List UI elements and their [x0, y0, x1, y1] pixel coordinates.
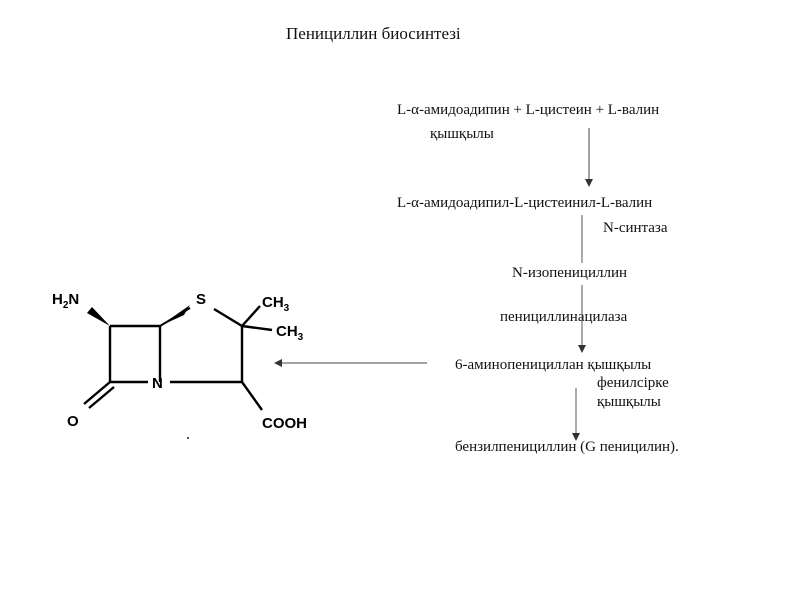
enzyme-penicillin-acylase: пенициллинацилаза	[500, 309, 628, 325]
step-substrates-suffix: қышқылы	[430, 126, 494, 142]
page-title: Пенициллин биосинтезі	[286, 24, 461, 43]
label-sulfur: S	[196, 291, 206, 308]
label-oxygen: O	[67, 413, 79, 430]
step-substrates: L-α-амидоадипин + L-цистеин + L-валин	[397, 102, 660, 118]
step-benzylpenicillin: бензилпенициллин (G пеницилин).	[455, 439, 679, 455]
step-isopenicillin: N-изопенициллин	[512, 265, 628, 281]
reagent-phenylacetic: фенилсірке	[597, 375, 669, 391]
step-6-apa: 6-аминопенициллан қышқылы	[455, 357, 652, 373]
label-ring-nitrogen: N	[152, 375, 163, 392]
label-h2n: H2N	[52, 291, 79, 311]
penam-structure	[83, 305, 273, 411]
label-cooh: COOH	[262, 415, 307, 432]
step-tripeptide: L-α-амидоадипил-L-цистеинил-L-валин	[397, 195, 653, 211]
reagent-acid: қышқылы	[597, 394, 661, 410]
ring-bond-s	[159, 307, 191, 327]
dot-mark	[187, 437, 189, 439]
enzyme-n-synthase: N-синтаза	[603, 220, 668, 236]
wedge-bond-amino	[87, 307, 110, 326]
label-ch3-top: CH3	[262, 294, 290, 314]
label-ch3-bottom: CH3	[276, 323, 304, 343]
